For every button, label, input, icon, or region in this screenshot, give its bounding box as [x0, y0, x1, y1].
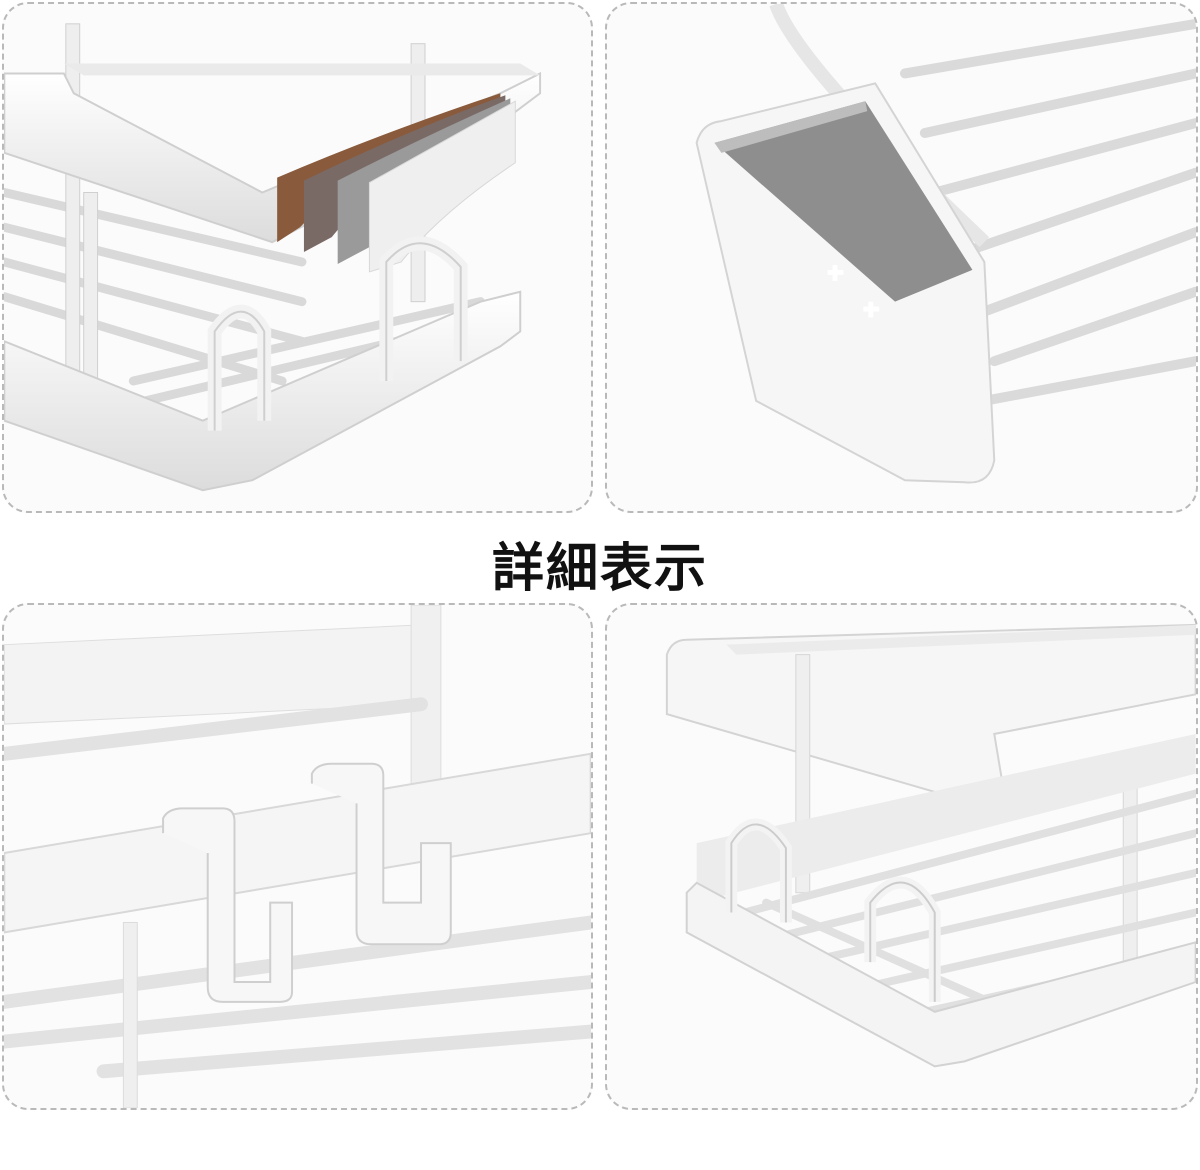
s-hooks-illustration — [4, 605, 591, 1108]
rack-corner-illustration — [665, 623, 1196, 1068]
drain-cup-illustration — [695, 4, 1196, 484]
detail-panel-coating — [2, 2, 593, 513]
page-title: 詳細表示 — [491, 539, 708, 599]
detail-panel-rack — [605, 603, 1198, 1110]
rack-coating-illustration — [4, 23, 542, 492]
detail-panel-cup — [605, 2, 1198, 513]
detail-panel-hooks — [2, 603, 593, 1110]
drain-holes-icon — [827, 264, 880, 318]
rail — [4, 752, 591, 934]
cup-interior — [714, 101, 973, 302]
s-hook-left — [162, 807, 294, 1003]
s-hook-right — [310, 762, 452, 946]
